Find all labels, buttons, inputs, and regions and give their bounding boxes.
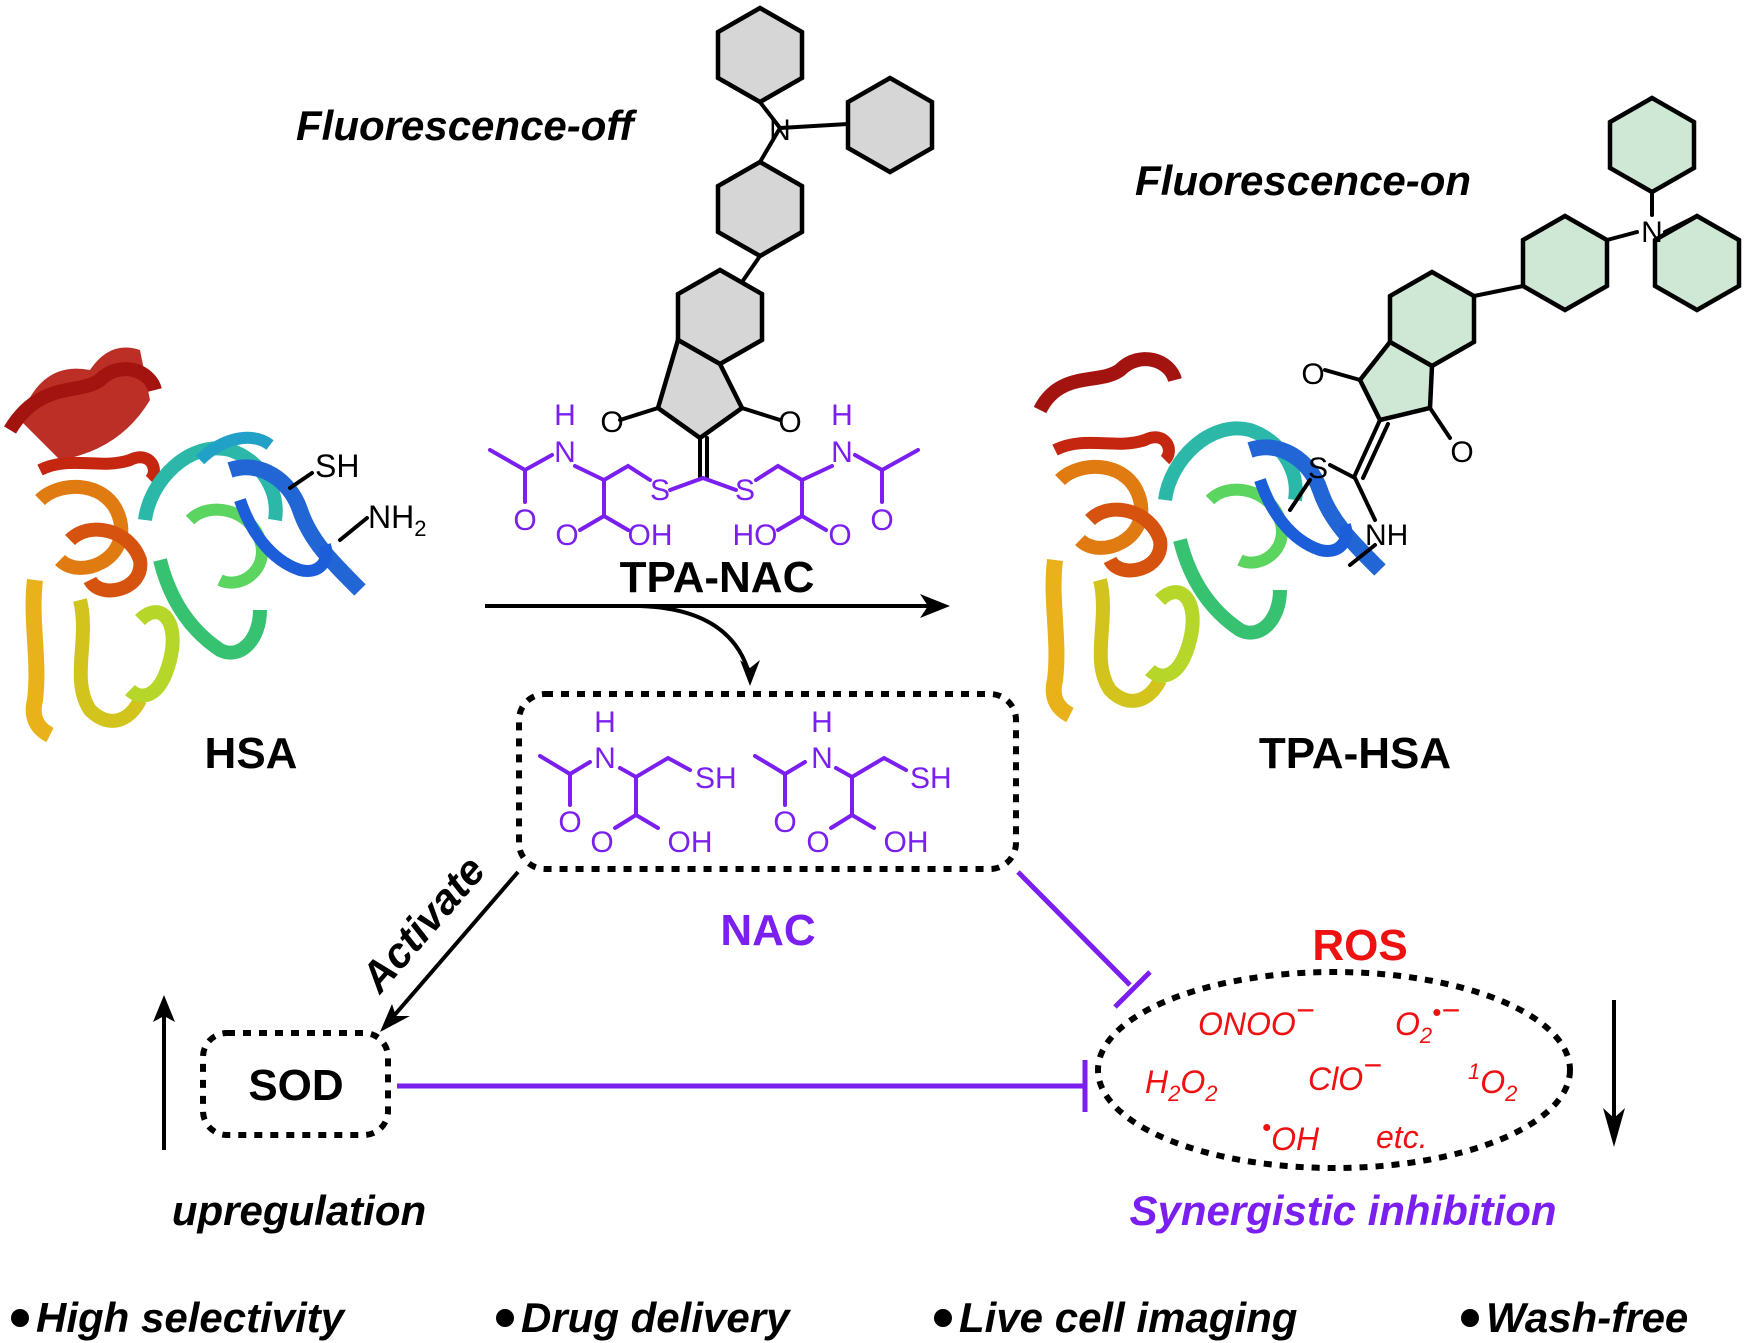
atom-o-left: O (600, 406, 623, 439)
hsa-label: HSA (205, 729, 298, 778)
phenyl-ring-middle (715, 159, 805, 259)
tpa-nac-molecule: N O O S S N H O O OH N H (488, 5, 935, 552)
atom-n-right: N (831, 436, 853, 469)
feature-item: Live cell imaging (959, 1294, 1297, 1341)
feature-list: High selectivity Drug delivery Live cell… (11, 1294, 1688, 1341)
adduct-nh: NH (1365, 519, 1408, 552)
phenyl-ring-right-on (1652, 213, 1742, 313)
atom-n: N (769, 114, 791, 147)
atom-h-right: H (831, 399, 853, 432)
phenyl-ring-right (845, 75, 935, 175)
phenyl-ring-top (715, 5, 805, 105)
ros-superoxide: O2•− (1395, 992, 1460, 1048)
atom-o-on-left: O (1301, 358, 1324, 391)
indandione-five-ring (655, 336, 745, 441)
bullet-icon (1461, 1309, 1479, 1327)
nac2-o-amide: O (773, 806, 796, 839)
tpa-hsa-protein-structure (1033, 352, 1386, 723)
synergistic-inhibition-label: Synergistic inhibition (1129, 1187, 1556, 1234)
ros-label: ROS (1312, 921, 1407, 970)
bullet-icon (496, 1309, 514, 1327)
feature-item: Drug delivery (521, 1294, 792, 1341)
atom-o-amide-right: O (870, 504, 893, 537)
nac1-o-acid: O (590, 826, 613, 859)
sod-inhibits-ros (397, 1060, 1088, 1112)
reaction-arrow (485, 594, 950, 686)
nac-label: NAC (720, 906, 815, 955)
nac-arms: S S N H O O OH N H O HO O (488, 399, 920, 552)
atom-oh-left: OH (628, 519, 673, 552)
sod-label: SOD (248, 1061, 343, 1110)
phenyl-ring-middle-on (1520, 213, 1610, 313)
sod-dashed-box (200, 1030, 391, 1138)
adduct-s: S (1308, 452, 1328, 485)
nac-molecules: O N H SH O OH O N H SH O OH (538, 706, 952, 859)
feature-item: High selectivity (36, 1294, 347, 1341)
nac2-sh: SH (910, 762, 952, 795)
ros-hydroxyl-radical: •OH (1262, 1112, 1320, 1157)
ros-species: ONOO− O2•− H2O2 ClO− 1O2 •OH etc. (1145, 992, 1517, 1157)
nac1-sh: SH (695, 762, 737, 795)
atom-o-acid-left: O (555, 519, 578, 552)
hsa-protein-structure (4, 347, 366, 743)
nac-dashed-box (516, 691, 1019, 872)
ros-hypochlorite: ClO− (1308, 1047, 1382, 1097)
atom-ho-right: HO (733, 519, 778, 552)
nac1-o-amide: O (558, 806, 581, 839)
upregulation-arrow (153, 995, 175, 1150)
nac1-h: H (594, 706, 616, 739)
fluorescence-on-label: Fluorescence-on (1135, 157, 1471, 204)
nac2-h: H (811, 706, 833, 739)
nac-inhibits-ros (1016, 870, 1152, 1009)
upregulation-label: upregulation (172, 1187, 426, 1234)
atom-o-on-right: O (1450, 436, 1473, 469)
nac2-o-acid: O (806, 826, 829, 859)
ros-dashed-ellipse (1095, 969, 1573, 1171)
nac1-oh: OH (668, 826, 713, 859)
fluorescence-off-label: Fluorescence-off (296, 102, 638, 149)
atom-o-right: O (778, 406, 801, 439)
ros-peroxynitrite: ONOO− (1198, 992, 1314, 1042)
nac2-n: N (811, 742, 833, 775)
nac1-n: N (594, 742, 616, 775)
downregulation-arrow (1603, 1000, 1625, 1147)
tpa-nac-label: TPA-NAC (620, 553, 815, 602)
atom-s-right: S (735, 474, 755, 507)
bullet-icon (11, 1309, 29, 1327)
thiol-group-label: SH (315, 448, 359, 484)
nac2-oh: OH (884, 826, 929, 859)
ros-singlet-oxygen: 1O2 (1468, 1059, 1517, 1106)
atom-n-on: N (1641, 216, 1663, 249)
feature-item: Wash-free (1486, 1294, 1688, 1341)
tpa-adduct-molecule: N O O S NH (1288, 95, 1742, 567)
bullet-icon (934, 1309, 952, 1327)
atom-o-amide-left: O (513, 504, 536, 537)
ros-hydrogen-peroxide: H2O2 (1145, 1064, 1218, 1106)
amine-group-label: NH2 (368, 499, 426, 541)
atom-o-acid-right: O (828, 519, 851, 552)
atom-h-left: H (554, 399, 576, 432)
tpa-hsa-label: TPA-HSA (1259, 729, 1451, 778)
phenyl-ring-top-on (1607, 95, 1697, 195)
ros-etc: etc. (1376, 1119, 1428, 1155)
indandione-five-ring-on (1357, 339, 1435, 423)
atom-n-left: N (554, 436, 576, 469)
activate-arrow (380, 870, 520, 1032)
atom-s-left: S (650, 474, 670, 507)
